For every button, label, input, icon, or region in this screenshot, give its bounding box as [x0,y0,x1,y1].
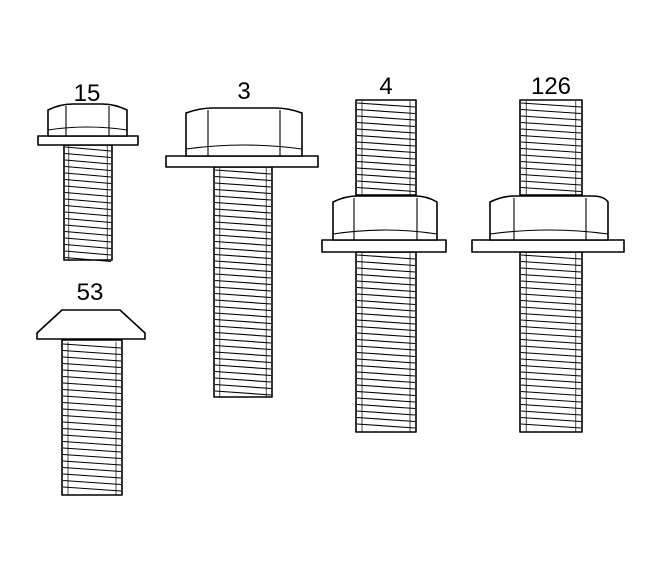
bolt-53-shank [61,339,123,496]
stud-126-hex-collar [489,195,609,241]
stud-126 [471,99,625,433]
bolt-3-hex-head [185,107,303,157]
bolt-15-hex-head [47,103,128,137]
stud-4-upper-thread [355,99,417,196]
bolt-15-shank [63,144,113,263]
stud-126-lower-thread [519,251,583,433]
callout-label-126: 126 [531,73,571,100]
stud-126-upper-thread [519,99,583,196]
stud-126-flange [471,239,625,253]
bolt-3 [165,107,319,398]
callout-label-4: 4 [379,73,392,100]
bolt-53-button-head [36,309,146,340]
bolt-15-flange [37,135,139,146]
callout-label-3: 3 [237,78,250,105]
bolt-3-shank [213,166,273,398]
bolt-3-flange [165,155,319,168]
stud-4-hex-collar [332,195,438,241]
bolt-53 [36,309,146,496]
callout-label-15: 15 [74,80,101,107]
stud-4-lower-thread [355,251,417,433]
stud-4-flange [321,239,447,253]
bolt-15 [37,103,139,263]
callout-label-53: 53 [77,279,104,306]
stud-4 [321,99,447,433]
